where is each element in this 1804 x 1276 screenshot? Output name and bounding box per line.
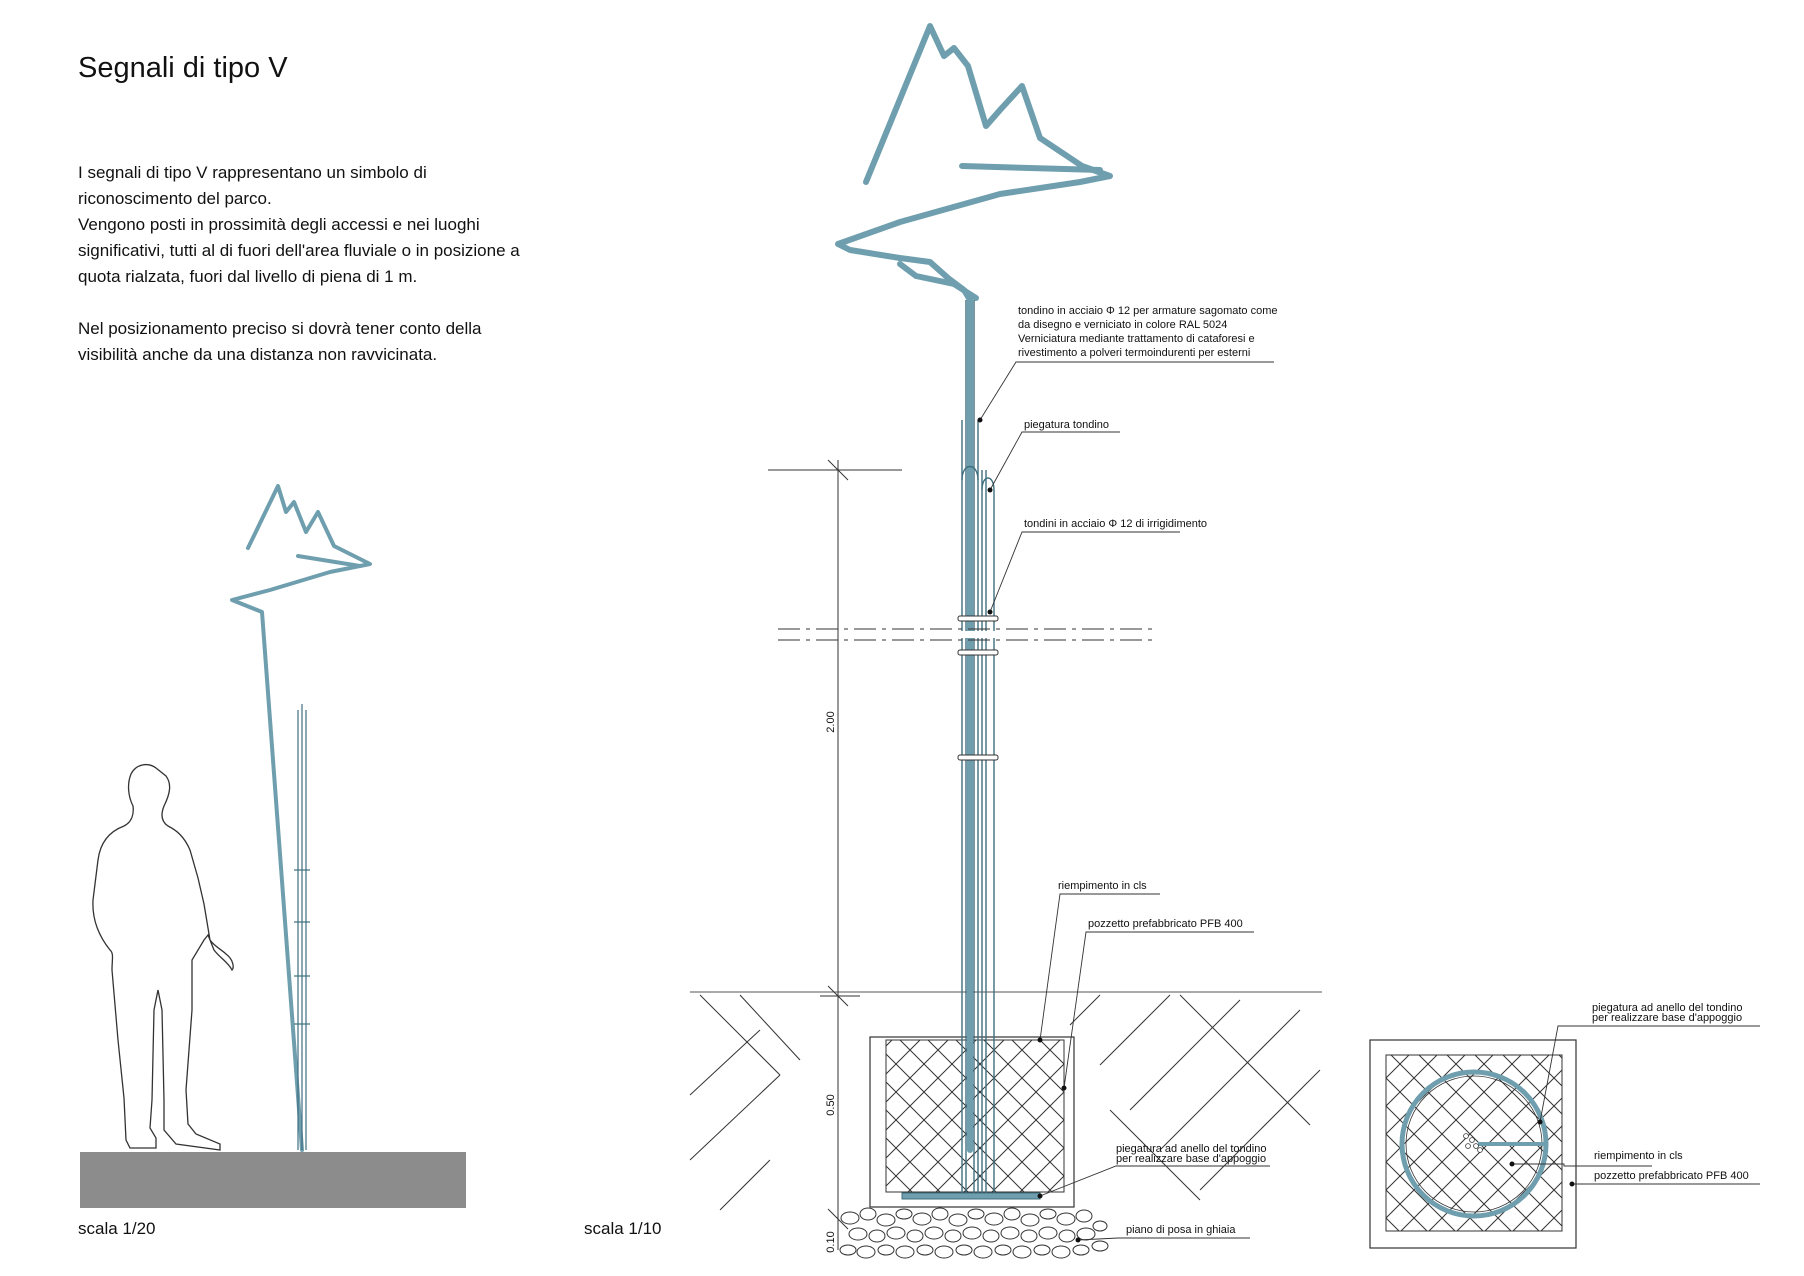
intro-line: riconoscimento del parco. bbox=[78, 189, 272, 208]
annotation-ring-2: per realizzare base d'appoggio bbox=[1116, 1153, 1266, 1165]
annotation-rod-3: Verniciatura mediante trattamento di cat… bbox=[1018, 333, 1255, 345]
intro-line: Vengono posti in prossimità degli access… bbox=[78, 215, 480, 234]
break-lines bbox=[778, 628, 1155, 641]
annotation-bend: piegatura tondino bbox=[1024, 419, 1109, 431]
rod-small bbox=[230, 484, 372, 1152]
intro-paragraph-1: I segnali di tipo V rappresentano un sim… bbox=[78, 160, 578, 290]
intro-line: quota rialzata, fuori dal livello di pie… bbox=[78, 267, 418, 286]
dimension-line bbox=[768, 459, 902, 1250]
dim-height: 2.00 bbox=[825, 711, 837, 732]
ground-slab bbox=[80, 1152, 466, 1208]
rod-bundle-small bbox=[294, 704, 310, 1150]
concrete-fill bbox=[885, 1039, 1065, 1193]
intro-line: visibilità anche da una distanza non rav… bbox=[78, 345, 438, 364]
annotation-well: pozzetto prefabbricato PFB 400 bbox=[1088, 918, 1243, 930]
annotation-stiffeners: tondini in acciaio Φ 12 di irrigidimento bbox=[1024, 518, 1207, 530]
rod-large bbox=[835, 23, 1113, 1153]
plan-annotation-ring-2: per realizzare base d'appoggio bbox=[1592, 1012, 1742, 1024]
annotation-rod-2: da disegno e verniciato in colore RAL 50… bbox=[1018, 319, 1227, 331]
rod-clamps bbox=[957, 615, 999, 761]
annotation-rod-4: rivestimento a polveri termoindurenti pe… bbox=[1018, 347, 1250, 359]
plan-annotation-fill: riempimento in cls bbox=[1594, 1150, 1683, 1162]
scale-label-left: scala 1/20 bbox=[78, 1219, 156, 1238]
scale-label-right: scala 1/10 bbox=[584, 1219, 662, 1238]
plan-well bbox=[1369, 1039, 1577, 1249]
intro-line: I segnali di tipo V rappresentano un sim… bbox=[78, 163, 427, 182]
annotation-gravel: piano di posa in ghiaia bbox=[1126, 1224, 1236, 1236]
dim-depth: 0.50 bbox=[825, 1094, 837, 1115]
annotation-ring-1: piegatura ad anello del tondino bbox=[1116, 1143, 1266, 1155]
page-title: Segnali di tipo V bbox=[78, 52, 288, 84]
plan-annotation-ring-1: piegatura ad anello del tondino bbox=[1592, 1002, 1742, 1014]
annotation-fill: riempimento in cls bbox=[1058, 880, 1147, 892]
soil-hatch bbox=[689, 994, 1321, 1211]
plan-leaders bbox=[1512, 1025, 1760, 1185]
human-silhouette bbox=[92, 763, 234, 1151]
gravel-bed bbox=[839, 1207, 1109, 1259]
rod-bundle-large bbox=[961, 300, 995, 1193]
plan-view: piegatura ad anello del tondino per real… bbox=[1369, 1002, 1760, 1249]
plan-rod-sections bbox=[1463, 1133, 1483, 1153]
intro-paragraph-2: Nel posizionamento preciso si dovrà tene… bbox=[78, 316, 578, 368]
elevation-small bbox=[80, 484, 466, 1208]
plan-annotation-well: pozzetto prefabbricato PFB 400 bbox=[1594, 1170, 1749, 1182]
base-ring bbox=[901, 1192, 1041, 1200]
intro-line: Nel posizionamento preciso si dovrà tene… bbox=[78, 319, 482, 338]
dim-base: 0.10 bbox=[825, 1231, 837, 1252]
leader-dots bbox=[977, 417, 1081, 1243]
annotation-rod-1: tondino in acciaio Φ 12 per armature sag… bbox=[1018, 305, 1277, 317]
leaders bbox=[979, 361, 1274, 1241]
intro-line: significativi, tutti al di fuori dell'ar… bbox=[78, 241, 520, 260]
section-detail: 2.00 0.50 0.10 tondino in acciaio Φ 12 p… bbox=[689, 23, 1322, 1259]
